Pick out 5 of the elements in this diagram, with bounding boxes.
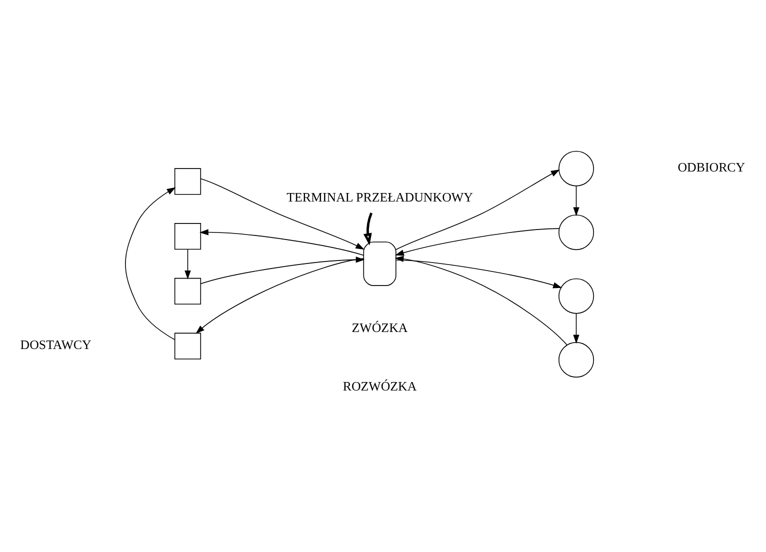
label: ROZWÓZKA [342,378,417,393]
label: ZWÓZKA [352,320,408,335]
label: DOSTAWCY [20,336,92,352]
node-text: TERMINAL PRZEŁADUNKOWY [286,189,473,204]
label: ODBIORCY [678,159,746,174]
